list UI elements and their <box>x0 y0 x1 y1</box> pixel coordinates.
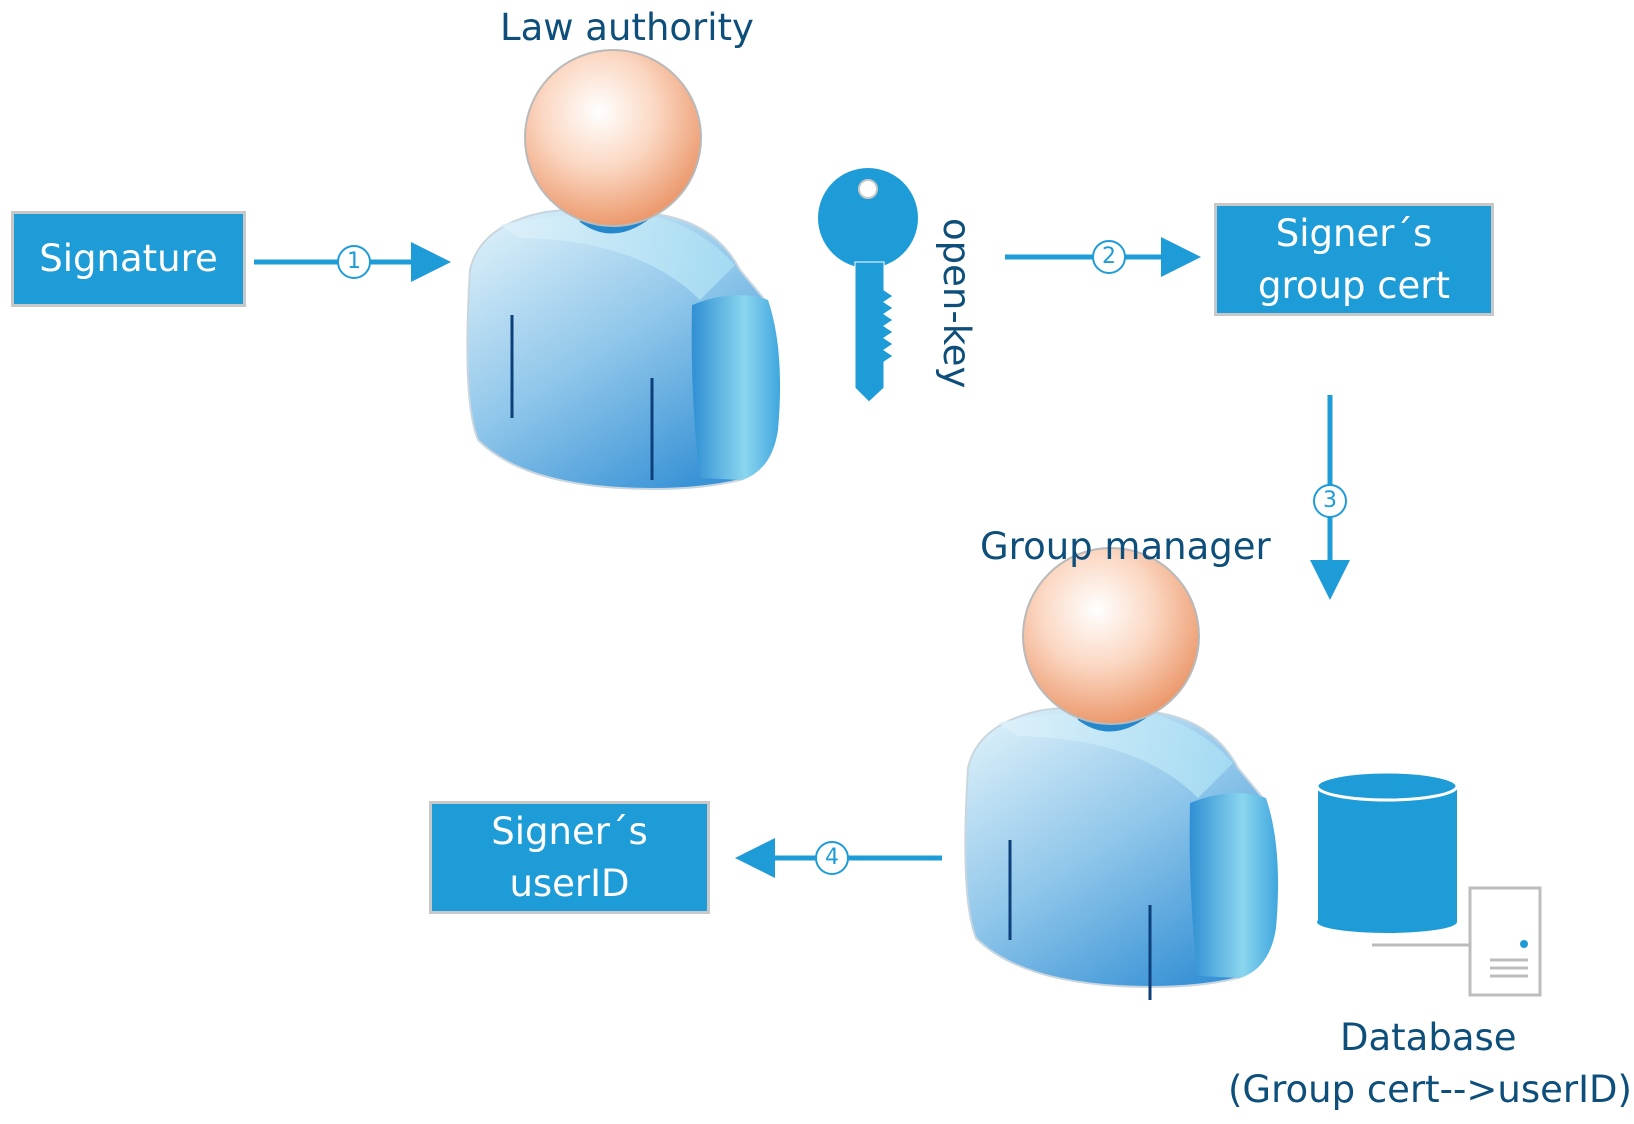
group-manager-label: Group manager <box>980 525 1271 568</box>
step-2-marker: 2 <box>1092 240 1126 274</box>
database-mapping-label: (Group cert-->userID) <box>1228 1068 1632 1111</box>
law-authority-person-icon <box>466 49 781 490</box>
law-authority-label: Law authority <box>500 6 754 49</box>
step-1-marker: 1 <box>337 245 371 279</box>
group-manager-person-icon <box>964 547 1279 1000</box>
signer-userid-line2: userID <box>509 861 630 905</box>
signer-userid-box: Signer´s userID <box>429 801 710 914</box>
key-icon <box>818 168 918 403</box>
signer-userid-line1: Signer´s <box>491 809 648 853</box>
step-3-marker: 3 <box>1313 484 1347 518</box>
open-key-label: open-key <box>935 218 978 389</box>
signature-box: Signature <box>11 211 246 307</box>
database-label: Database <box>1340 1016 1517 1059</box>
signer-group-cert-line1: Signer´s <box>1275 211 1433 255</box>
step-4-marker: 4 <box>815 841 849 875</box>
signer-group-cert-box: Signer´s group cert <box>1214 203 1494 316</box>
signer-group-cert-line2: group cert <box>1257 263 1451 307</box>
server-icon <box>1372 886 1542 997</box>
signature-box-label: Signature <box>39 237 218 280</box>
database-icon <box>1315 770 1459 933</box>
